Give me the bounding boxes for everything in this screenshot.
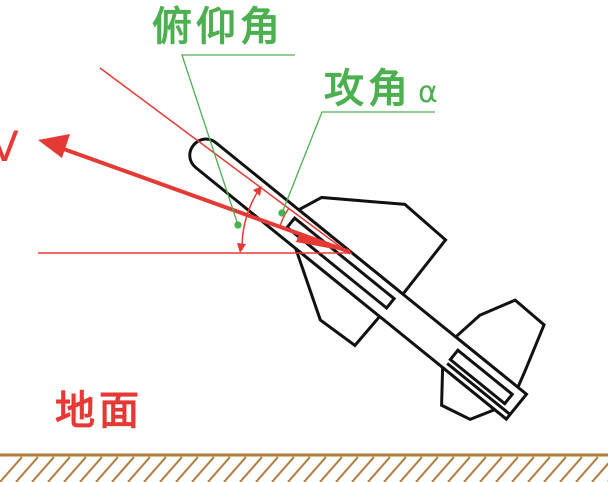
ground xyxy=(0,453,608,482)
hatch-stroke xyxy=(479,456,503,482)
pitch-angle-dot xyxy=(234,221,242,229)
hatch-stroke xyxy=(143,456,167,482)
hatch-stroke xyxy=(591,462,608,482)
missile-axis-line xyxy=(99,67,351,255)
hatch-stroke xyxy=(0,456,23,482)
hatch-stroke xyxy=(431,456,455,482)
hatch-stroke xyxy=(463,456,487,482)
hatch-stroke xyxy=(287,456,311,482)
pitch-arc-arrow-bottom xyxy=(237,243,246,253)
hatch-stroke xyxy=(447,456,471,482)
missile xyxy=(188,137,546,422)
hatch-stroke xyxy=(511,456,535,482)
velocity-tail xyxy=(296,232,350,252)
hatch-stroke xyxy=(15,456,39,482)
hatch-stroke xyxy=(159,456,183,482)
hatch-stroke xyxy=(527,456,551,482)
hatch-stroke xyxy=(63,456,87,482)
ground-label: 地面 xyxy=(55,388,143,434)
hatch-stroke xyxy=(367,456,391,482)
hatch-stroke xyxy=(319,456,343,482)
annotation-leaders xyxy=(181,54,435,229)
hatch-stroke xyxy=(127,456,151,482)
hatch-stroke xyxy=(175,456,199,482)
angle-of-attack-text: 攻角 xyxy=(324,66,412,112)
hatch-stroke xyxy=(255,456,279,482)
hatch-stroke xyxy=(415,456,439,482)
hatch-stroke xyxy=(399,456,423,482)
hatch-stroke xyxy=(207,456,231,482)
hatch-stroke xyxy=(335,456,359,482)
hatch-stroke xyxy=(495,456,519,482)
pitch-angle-leader xyxy=(181,54,295,226)
hatch-stroke xyxy=(95,456,119,482)
pitch-arc-arrow-top xyxy=(253,186,262,196)
hatch-stroke xyxy=(239,456,263,482)
hatch-stroke xyxy=(575,456,599,482)
velocity-arrowhead xyxy=(38,134,70,158)
attack-angle-arc xyxy=(279,207,290,227)
attack-angle-dot xyxy=(278,209,286,217)
hatch-stroke xyxy=(223,456,247,482)
tail-stripe xyxy=(446,362,512,416)
reference-lines xyxy=(38,67,352,255)
hatch-stroke xyxy=(303,456,327,482)
hatch-stroke xyxy=(559,456,583,482)
hatch-stroke xyxy=(351,456,375,482)
hatch-stroke xyxy=(271,456,295,482)
attack-angle-leader xyxy=(281,111,435,214)
velocity-label: V xyxy=(0,122,19,171)
pitch-angle-label: 俯仰角 xyxy=(152,4,284,50)
hatch-stroke xyxy=(31,456,55,482)
alpha-symbol: α xyxy=(418,75,442,110)
hatch-stroke xyxy=(191,456,215,482)
tail-slot xyxy=(448,348,515,406)
hatch-stroke xyxy=(79,456,103,482)
hatch-stroke xyxy=(111,456,135,482)
hatch-stroke xyxy=(47,456,71,482)
hatch-stroke xyxy=(543,456,567,482)
ground-hatching xyxy=(0,456,608,482)
hatch-stroke xyxy=(383,456,407,482)
